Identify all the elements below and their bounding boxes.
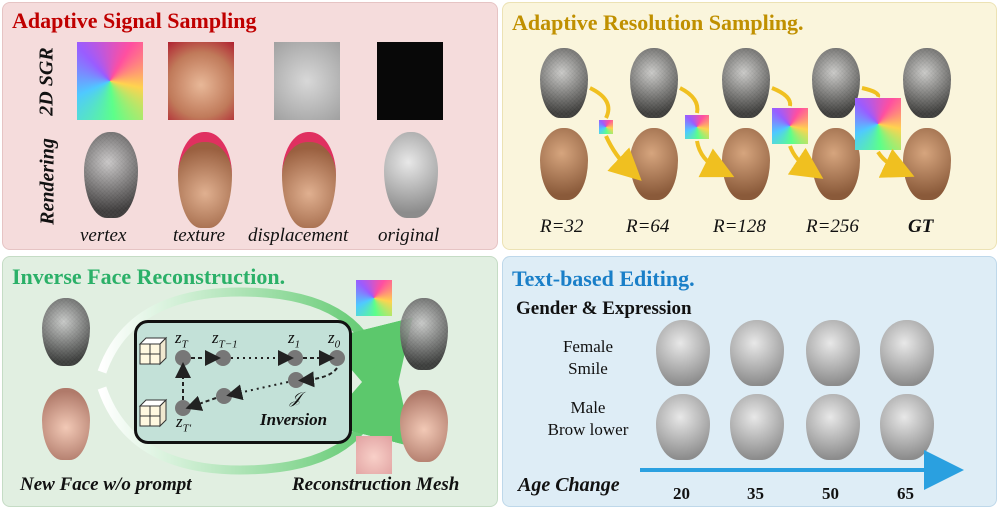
z-0-label: z0 xyxy=(328,328,341,351)
original-sgr-image xyxy=(377,42,443,120)
column-label-vertex: vertex xyxy=(80,225,127,246)
z-t-prime-label: zT′ xyxy=(176,412,192,435)
brow-head-50 xyxy=(806,394,860,460)
res-label-128: R=128 xyxy=(713,216,766,237)
inversion-label: Inversion xyxy=(260,410,328,429)
wire-head-gt xyxy=(903,48,951,118)
z-t-minus-1-label: zT−1 xyxy=(212,328,238,351)
sgr-square-128 xyxy=(772,108,808,144)
output-wire-head xyxy=(400,298,448,370)
age-change-label: Age Change xyxy=(518,474,620,496)
panel4-title: Text-based Editing. xyxy=(512,266,695,291)
wire-head-r128 xyxy=(722,48,770,118)
input-wire-head xyxy=(42,298,90,366)
output-texture-image xyxy=(356,436,392,474)
z-1-label: z1 xyxy=(288,328,301,351)
vertex-render-head xyxy=(84,132,138,218)
column-label-displacement: displacement xyxy=(248,225,349,246)
reconstruction-mesh-caption: Reconstruction Mesh xyxy=(292,474,460,495)
panel1-title: Adaptive Signal Sampling xyxy=(12,8,257,33)
sgr-square-256 xyxy=(855,98,901,150)
sgr-square-32 xyxy=(599,120,613,134)
panel2-title: Adaptive Resolution Sampling. xyxy=(512,10,804,35)
skin-head-r64 xyxy=(630,128,678,200)
wire-head-r32 xyxy=(540,48,588,118)
texture-sgr-image xyxy=(168,42,234,120)
smile-head-50 xyxy=(806,320,860,386)
res-label-64: R=64 xyxy=(626,216,670,237)
brow-head-35 xyxy=(730,394,784,460)
input-face-head xyxy=(42,388,90,460)
texture-render-head xyxy=(178,132,232,228)
displacement-sgr-image xyxy=(274,42,340,120)
output-sgr-image xyxy=(356,280,392,316)
column-label-texture: texture xyxy=(173,225,226,246)
age-65: 65 xyxy=(897,484,914,503)
wire-head-r64 xyxy=(630,48,678,118)
output-face-head xyxy=(400,390,448,462)
z-t-label: zT xyxy=(175,328,188,351)
j-label: 𝒥 xyxy=(290,390,302,407)
brow-head-20 xyxy=(656,394,710,460)
row-label-2d-sgr: 2D SGR xyxy=(35,47,58,116)
age-35: 35 xyxy=(747,484,764,503)
new-face-caption: New Face w/o prompt xyxy=(20,474,192,495)
res-label-32: R=32 xyxy=(540,216,584,237)
original-render-head xyxy=(384,132,438,218)
gender-expression-subtitle: Gender & Expression xyxy=(516,298,692,319)
smile-head-65 xyxy=(880,320,934,386)
age-20: 20 xyxy=(673,484,690,503)
age-50: 50 xyxy=(822,484,839,503)
smile-head-35 xyxy=(730,320,784,386)
vertex-sgr-image xyxy=(77,42,143,120)
skin-head-gt xyxy=(903,128,951,200)
displacement-render-head xyxy=(282,132,336,228)
column-label-original: original xyxy=(378,225,440,246)
skin-head-r256 xyxy=(812,128,860,200)
panel3-title: Inverse Face Reconstruction. xyxy=(12,264,286,289)
skin-head-r128 xyxy=(722,128,770,200)
sgr-square-64 xyxy=(685,115,709,139)
row-label-rendering: Rendering xyxy=(36,138,59,225)
smile-head-20 xyxy=(656,320,710,386)
adaptive-resolution-sampling-panel xyxy=(502,2,997,250)
brow-head-65 xyxy=(880,394,934,460)
res-label-gt: GT xyxy=(908,216,934,237)
wire-head-r256 xyxy=(812,48,860,118)
res-label-256: R=256 xyxy=(806,216,859,237)
skin-head-r32 xyxy=(540,128,588,200)
